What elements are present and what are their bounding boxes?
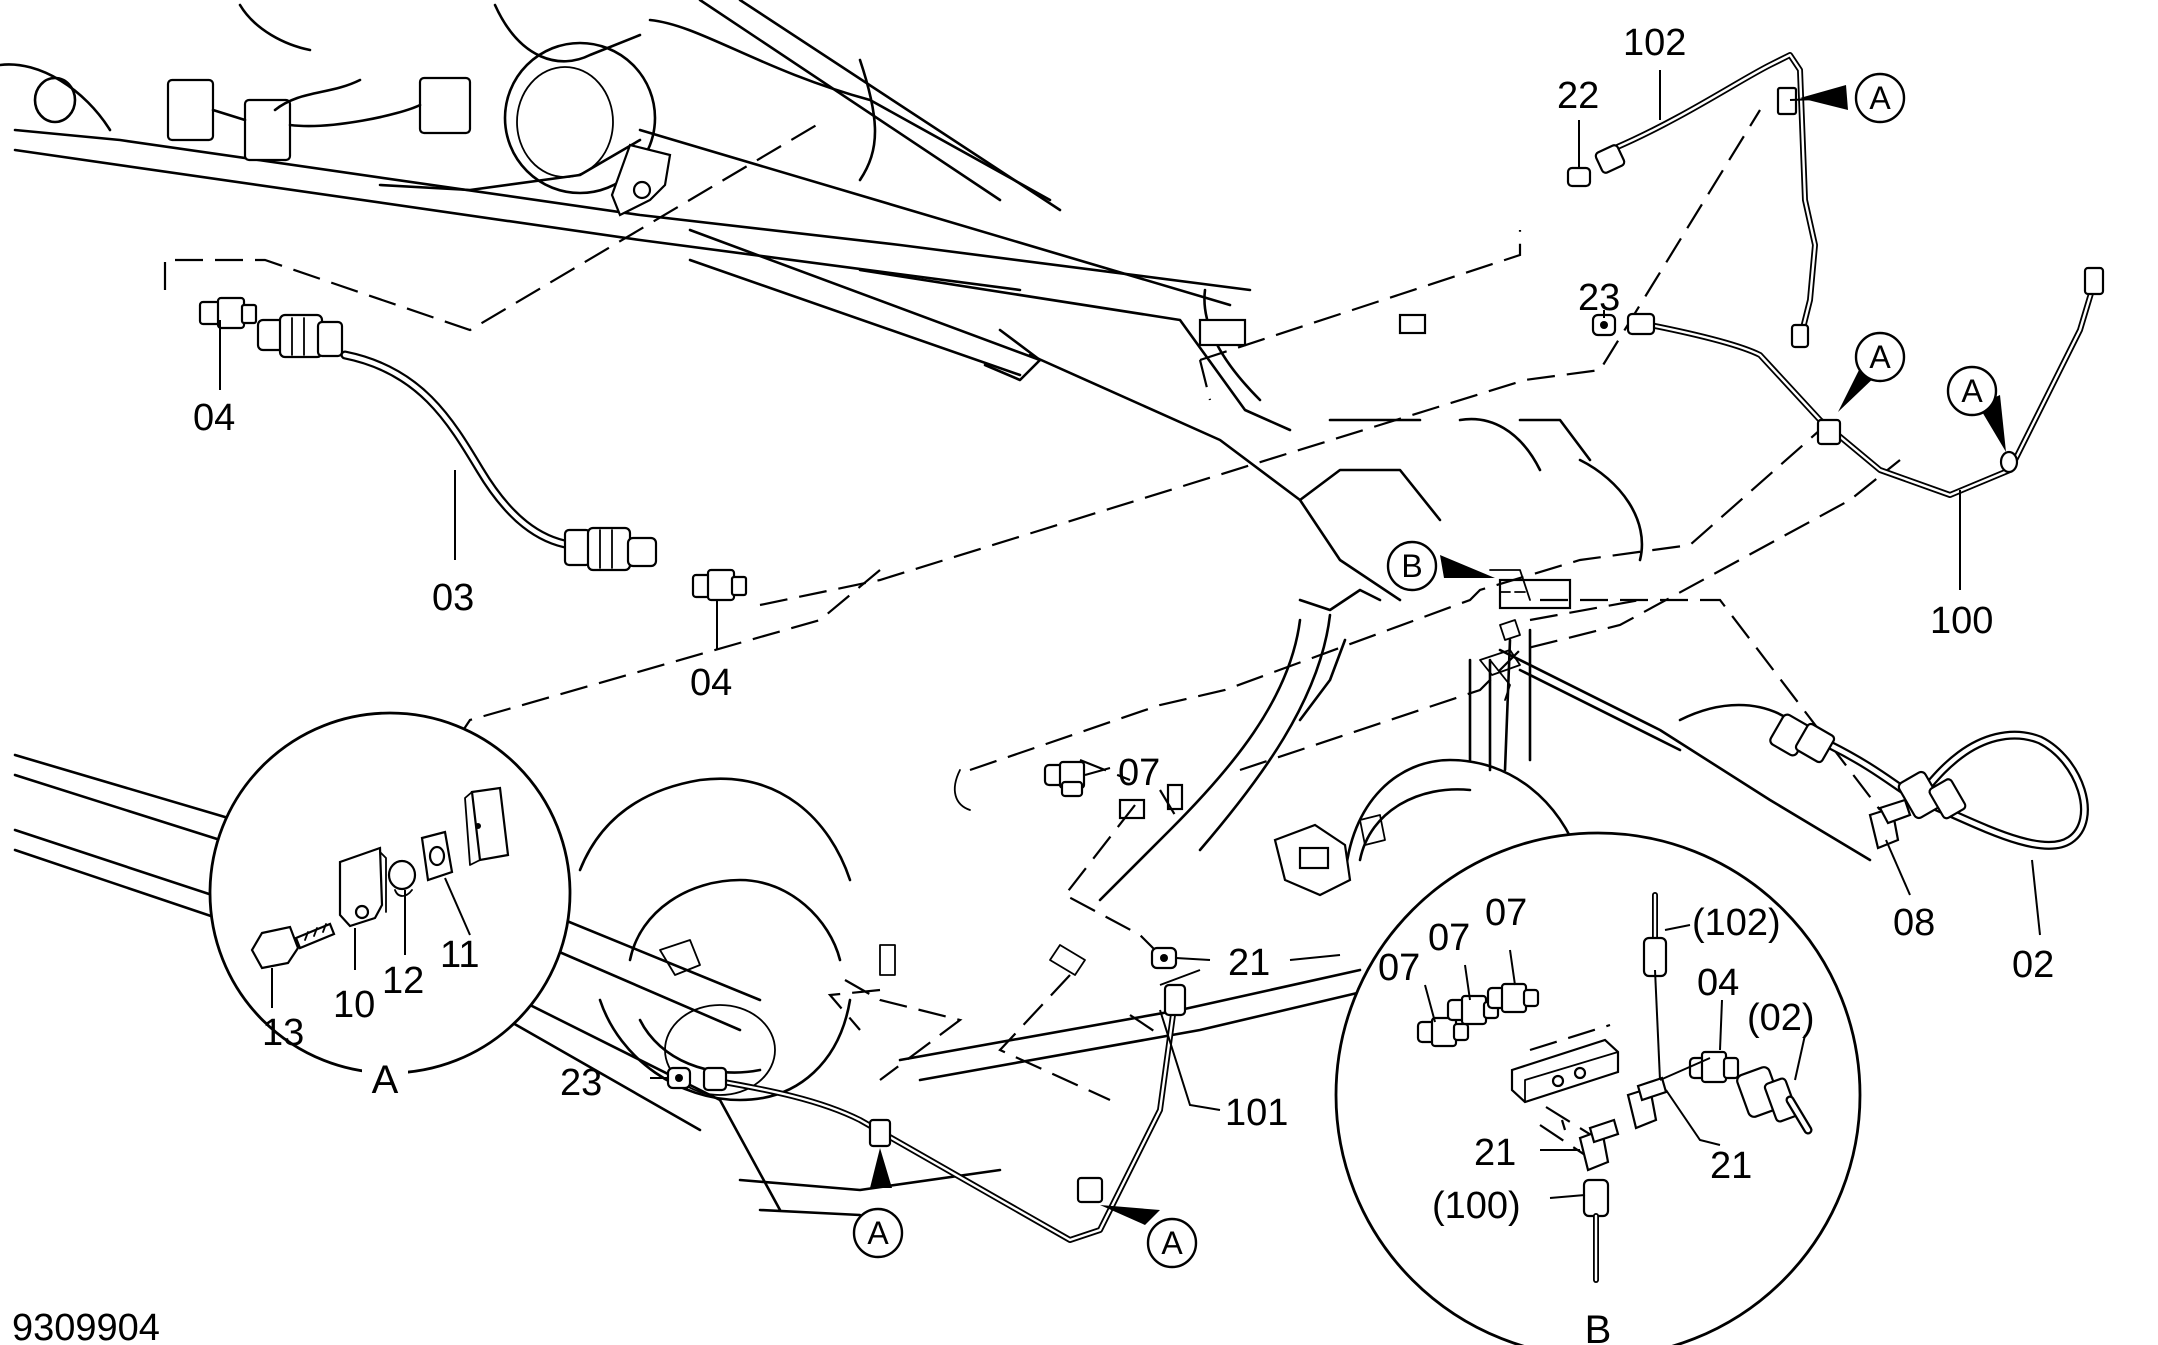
- detail-b-label-07c: 07: [1485, 892, 1527, 934]
- detail-a-spacer-12: [387, 859, 417, 897]
- pipe-101: [702, 983, 1187, 1243]
- pipe-102-clamp: [1776, 86, 1798, 116]
- callout-102: 102: [1623, 22, 1686, 64]
- hose-03-end-fitting-lower: [563, 526, 658, 572]
- ref-marker-a-mid: A: [1838, 331, 1906, 412]
- pipe-101-clamp-left: [868, 1118, 892, 1148]
- detail-a-clamp-10: [338, 846, 387, 928]
- ref-marker-a-right: A: [1946, 365, 2006, 452]
- detail-a-label-13: 13: [262, 1012, 304, 1054]
- detail-b-hose-02: [1736, 1066, 1813, 1135]
- pipe-101-clamp-right: [1076, 1176, 1104, 1204]
- detail-a-label-11: 11: [440, 934, 479, 976]
- callout-08: 08: [1893, 902, 1935, 944]
- callout-23-top: 23: [1578, 277, 1620, 319]
- detail-b-label-21a: 21: [1474, 1132, 1516, 1174]
- elbow-08: [1868, 798, 1912, 850]
- pipe-100: [1626, 266, 2105, 498]
- detail-b-label-07b: 07: [1428, 917, 1470, 959]
- detail-b-label-102: (102): [1692, 902, 1781, 944]
- detail-a-title: A: [372, 1058, 399, 1102]
- detail-b: 07 07 07 (102) 04 (02) 21 21 (100) B: [1334, 831, 1862, 1345]
- callout-07-main: 07: [1118, 752, 1160, 794]
- hose-assembly-02: [1769, 713, 2089, 850]
- callout-101: 101: [1225, 1092, 1288, 1134]
- svg-text:A: A: [867, 1215, 889, 1251]
- detail-b-title: B: [1585, 1308, 1612, 1345]
- detail-b-adapter-07c: [1486, 982, 1540, 1014]
- detail-b-pipe-100: [1582, 1178, 1610, 1283]
- detail-b-manifold-block: [1510, 1038, 1620, 1104]
- svg-text:A: A: [1869, 80, 1891, 116]
- detail-b-adapter-07b: [1446, 994, 1500, 1026]
- hose-assembly-03: [256, 313, 658, 572]
- detail-b-label-21b: 21: [1710, 1145, 1752, 1187]
- adapter-22: [1566, 166, 1592, 188]
- ref-marker-b-main: B: [1386, 540, 1495, 592]
- callout-04-left: 04: [193, 397, 235, 439]
- callout-21-main: 21: [1228, 942, 1270, 984]
- callout-leaders: [219, 70, 2041, 1111]
- drawing-number: 9309904: [12, 1307, 160, 1345]
- ref-marker-a-top-right: A: [1800, 72, 1906, 124]
- ref-marker-a-bottom-left: A: [852, 1148, 904, 1259]
- adapter-04-lower: [691, 568, 748, 602]
- detail-b-adapter-07a: [1416, 1016, 1470, 1048]
- detail-a-bolt-13: [250, 922, 336, 970]
- elbow-23-bottom: [666, 1066, 692, 1090]
- callout-22: 22: [1557, 75, 1599, 117]
- svg-text:A: A: [1161, 1225, 1183, 1261]
- detail-b-label-07a: 07: [1378, 947, 1420, 989]
- detail-a-block: [464, 786, 510, 866]
- callout-23-bottom: 23: [560, 1062, 602, 1104]
- elbow-23-top: [1591, 313, 1617, 337]
- detail-b-label-02: (02): [1747, 997, 1815, 1039]
- callout-100: 100: [1930, 600, 1993, 642]
- svg-text:A: A: [1961, 373, 1983, 409]
- callout-04-mid: 04: [690, 662, 732, 704]
- callout-labels: 102 22 23 04 03 04 100 07 08 02 21 101 2…: [193, 22, 2054, 1134]
- hose-03-end-fitting-upper: [256, 313, 344, 359]
- detail-a: 13 10 12 11 A: [208, 711, 572, 1102]
- pipe-100-clamp: [1816, 418, 1842, 446]
- detail-a-label-12: 12: [382, 960, 424, 1002]
- machine-frame: [0, 0, 1872, 1217]
- callout-02: 02: [2012, 944, 2054, 986]
- detail-a-label-10: 10: [333, 984, 375, 1026]
- detail-b-elbow-21a: [1626, 1076, 1668, 1130]
- adapter-04-upper: [198, 296, 258, 330]
- routing-lines: [163, 109, 1901, 1102]
- svg-text:B: B: [1401, 548, 1422, 584]
- adapter-07-main: [1043, 760, 1086, 798]
- svg-text:A: A: [1869, 339, 1891, 375]
- callout-03: 03: [432, 577, 474, 619]
- detail-b-label-100: (100): [1432, 1185, 1521, 1227]
- ref-marker-a-bottom-right: A: [1100, 1205, 1198, 1269]
- detail-b-label-04: 04: [1697, 962, 1739, 1004]
- detail-a-plate-11: [420, 830, 454, 882]
- detail-b-elbow-21b: [1578, 1118, 1620, 1172]
- elbow-21-main: [1150, 946, 1178, 970]
